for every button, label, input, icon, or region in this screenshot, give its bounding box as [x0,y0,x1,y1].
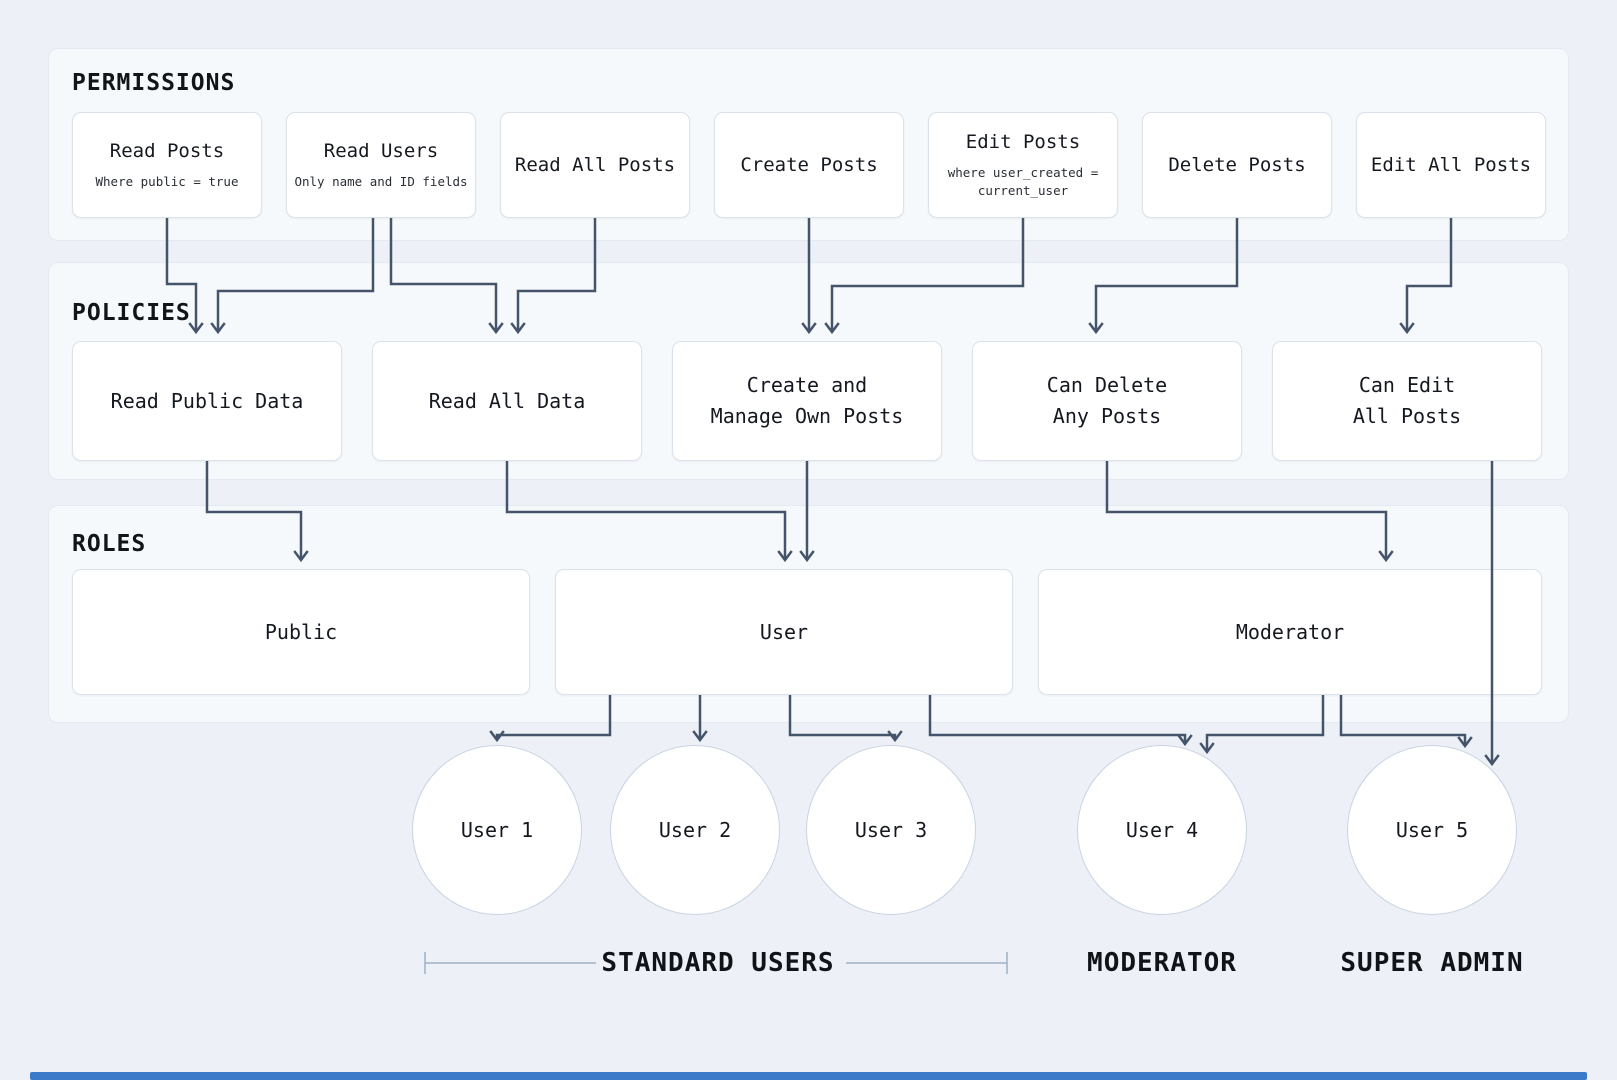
node-label: Read All Data [428,388,586,413]
user-circle-3: User 3 [806,745,976,915]
node-sublabel: Only name and ID fields [294,173,468,189]
role-node-public: Public [72,569,530,695]
policy-node-create-manage-own-posts: Create and Manage Own Posts [672,341,942,461]
policies-title: POLICIES [72,300,191,326]
permission-node-create-posts: Create Posts [714,112,904,218]
user-label: User 5 [1395,818,1469,842]
policy-node-read-all-data: Read All Data [372,341,642,461]
node-label: Delete Posts [1168,153,1306,176]
role-node-moderator: Moderator [1038,569,1542,695]
node-sublabel: Where public = true [95,173,239,189]
user-label: User 1 [460,818,534,842]
bottom-accent-bar [30,1072,1587,1080]
roles-title: ROLES [72,531,147,557]
node-label: Public [264,620,338,644]
policy-node-can-edit-all-posts: Can Edit All Posts [1272,341,1542,461]
permission-node-read-users: Read Users Only name and ID fields [286,112,476,218]
node-label: Read Posts [109,140,225,163]
policy-node-read-public-data: Read Public Data [72,341,342,461]
node-label: Read Users [323,140,439,163]
node-label: Moderator [1235,620,1345,644]
node-label: Create and Manage Own Posts [710,373,904,428]
group-label-moderator: MODERATOR [1087,948,1237,978]
user-circle-5: User 5 [1347,745,1517,915]
user-label: User 2 [658,818,732,842]
permission-node-delete-posts: Delete Posts [1142,112,1332,218]
group-label-super-admin: SUPER ADMIN [1340,948,1524,978]
user-circle-4: User 4 [1077,745,1247,915]
node-label: Create Posts [740,153,878,176]
node-label: User [759,620,809,644]
node-label: Edit All Posts [1370,153,1532,176]
permission-node-edit-posts: Edit Posts where user_created = current_… [928,112,1118,218]
node-label: Can Edit All Posts [1352,373,1462,428]
user-circle-2: User 2 [610,745,780,915]
group-label-standard-users: STANDARD USERS [601,948,835,978]
user-label: User 4 [1125,818,1199,842]
permissions-title: PERMISSIONS [72,70,236,96]
role-node-user: User [555,569,1013,695]
node-label: Read Public Data [110,388,304,413]
node-label: Can Delete Any Posts [1046,373,1168,428]
user-circle-1: User 1 [412,745,582,915]
permission-node-edit-all-posts: Edit All Posts [1356,112,1546,218]
node-sublabel: where user_created = current_user [947,164,1099,198]
node-label: Read All Posts [514,153,676,176]
permission-node-read-all-posts: Read All Posts [500,112,690,218]
user-label: User 3 [854,818,928,842]
node-label: Edit Posts [965,131,1081,154]
policy-node-can-delete-any-posts: Can Delete Any Posts [972,341,1242,461]
permission-node-read-posts: Read Posts Where public = true [72,112,262,218]
